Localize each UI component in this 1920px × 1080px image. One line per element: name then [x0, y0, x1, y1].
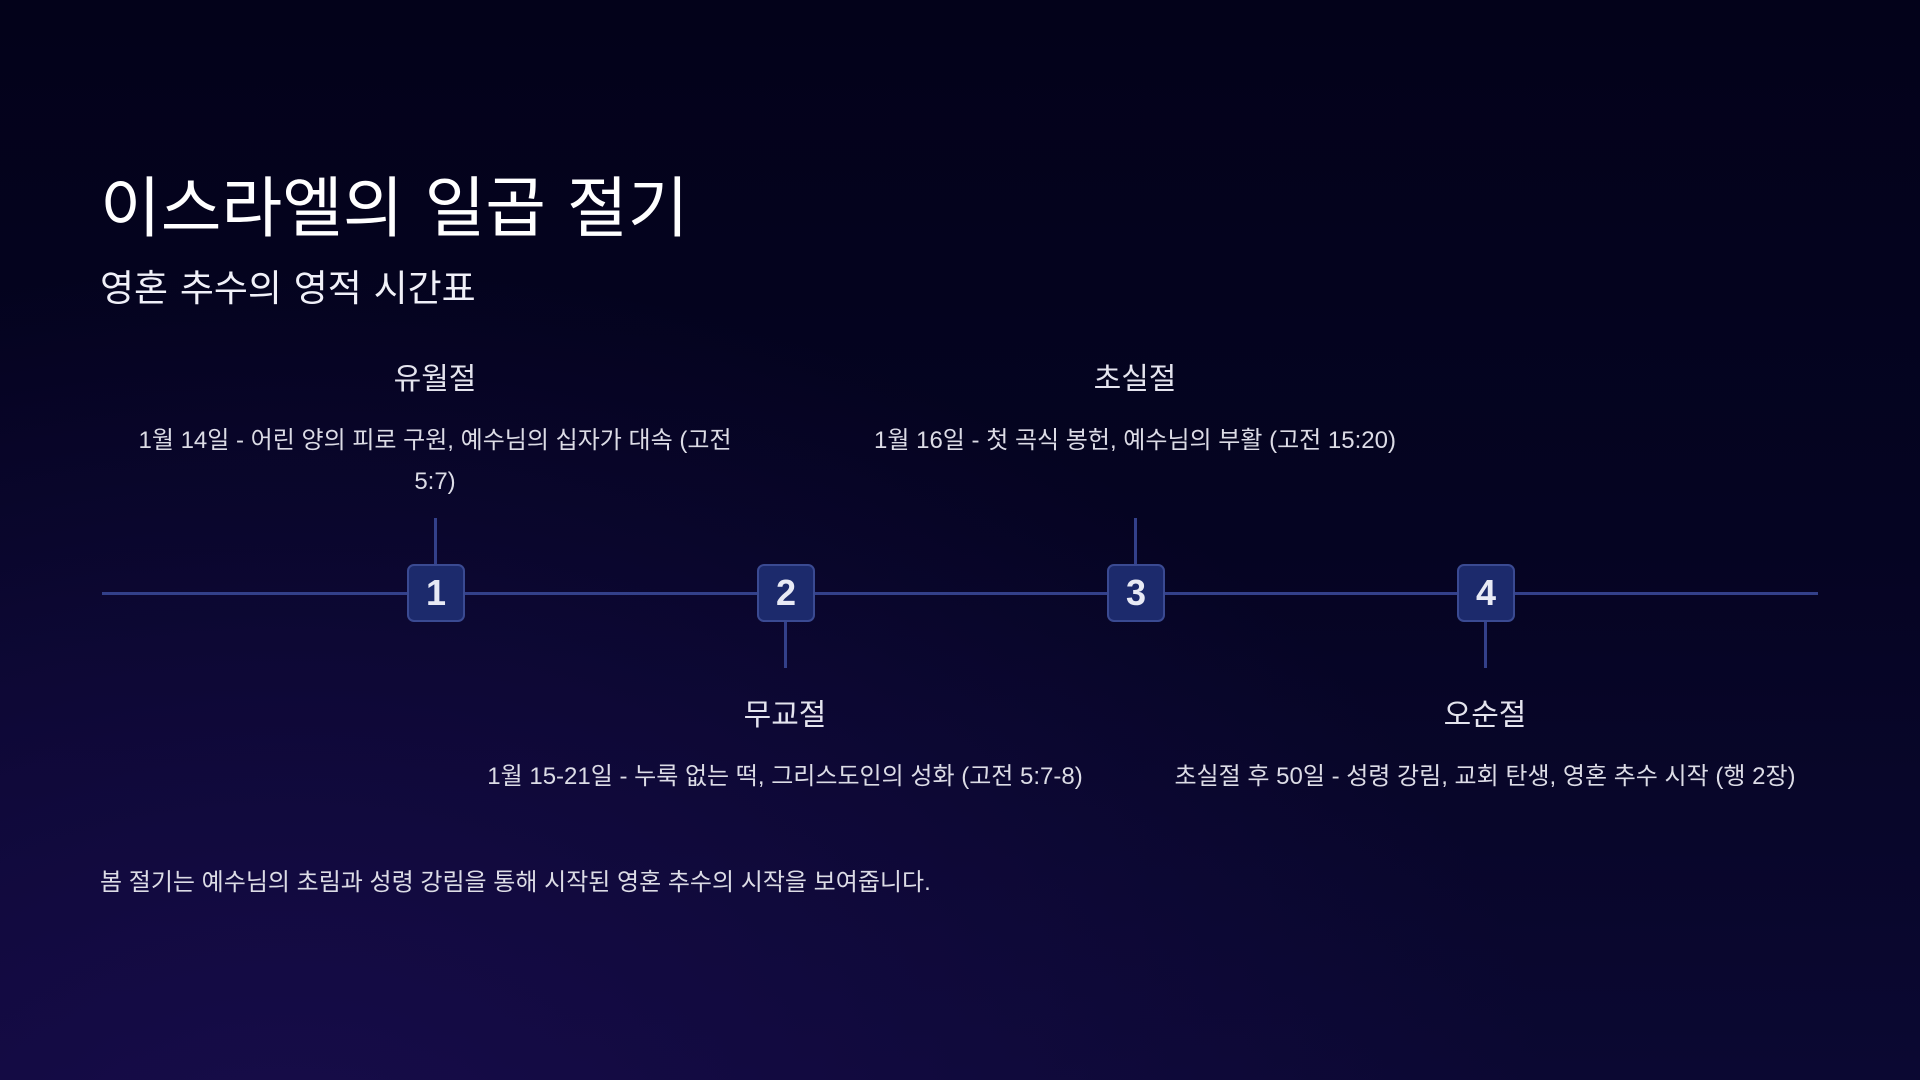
timeline-node-4: 4: [1457, 564, 1515, 622]
event-firstfruits: 초실절 1월 16일 - 첫 곡식 봉헌, 예수님의 부활 (고전 15:20): [815, 354, 1455, 461]
event-description: 1월 16일 - 첫 곡식 봉헌, 예수님의 부활 (고전 15:20): [874, 427, 1396, 454]
footer-note: 봄 절기는 예수님의 초림과 성령 강림을 통해 시작된 영혼 추수의 시작을 …: [100, 869, 931, 896]
event-name: 무교절: [743, 698, 827, 733]
timeline-node-1: 1: [407, 564, 465, 622]
event-description: 1월 14일 - 어린 양의 피로 구원, 예수님의 십자가 대속 (고전 5:…: [138, 427, 732, 495]
event-name: 오순절: [1443, 698, 1527, 733]
event-passover: 유월절 1월 14일 - 어린 양의 피로 구원, 예수님의 십자가 대속 (고…: [115, 354, 755, 502]
connector: [434, 518, 437, 564]
connector: [1484, 622, 1487, 668]
event-description: 초실절 후 50일 - 성령 강림, 교회 탄생, 영혼 추수 시작 (행 2장…: [1174, 763, 1796, 790]
event-name: 초실절: [1093, 362, 1177, 397]
timeline-axis: [102, 592, 1818, 595]
event-unleavened-bread: 무교절 1월 15-21일 - 누룩 없는 떡, 그리스도인의 성화 (고전 5…: [465, 690, 1105, 797]
connector: [784, 622, 787, 668]
connector: [1134, 518, 1137, 564]
timeline-node-3: 3: [1107, 564, 1165, 622]
timeline-node-2: 2: [757, 564, 815, 622]
page-subtitle: 영혼 추수의 영적 시간표: [100, 267, 476, 310]
event-name: 유월절: [393, 362, 477, 397]
page-title: 이스라엘의 일곱 절기: [100, 170, 689, 247]
event-pentecost: 오순절 초실절 후 50일 - 성령 강림, 교회 탄생, 영혼 추수 시작 (…: [1165, 690, 1805, 797]
event-description: 1월 15-21일 - 누룩 없는 떡, 그리스도인의 성화 (고전 5:7-8…: [487, 763, 1083, 790]
